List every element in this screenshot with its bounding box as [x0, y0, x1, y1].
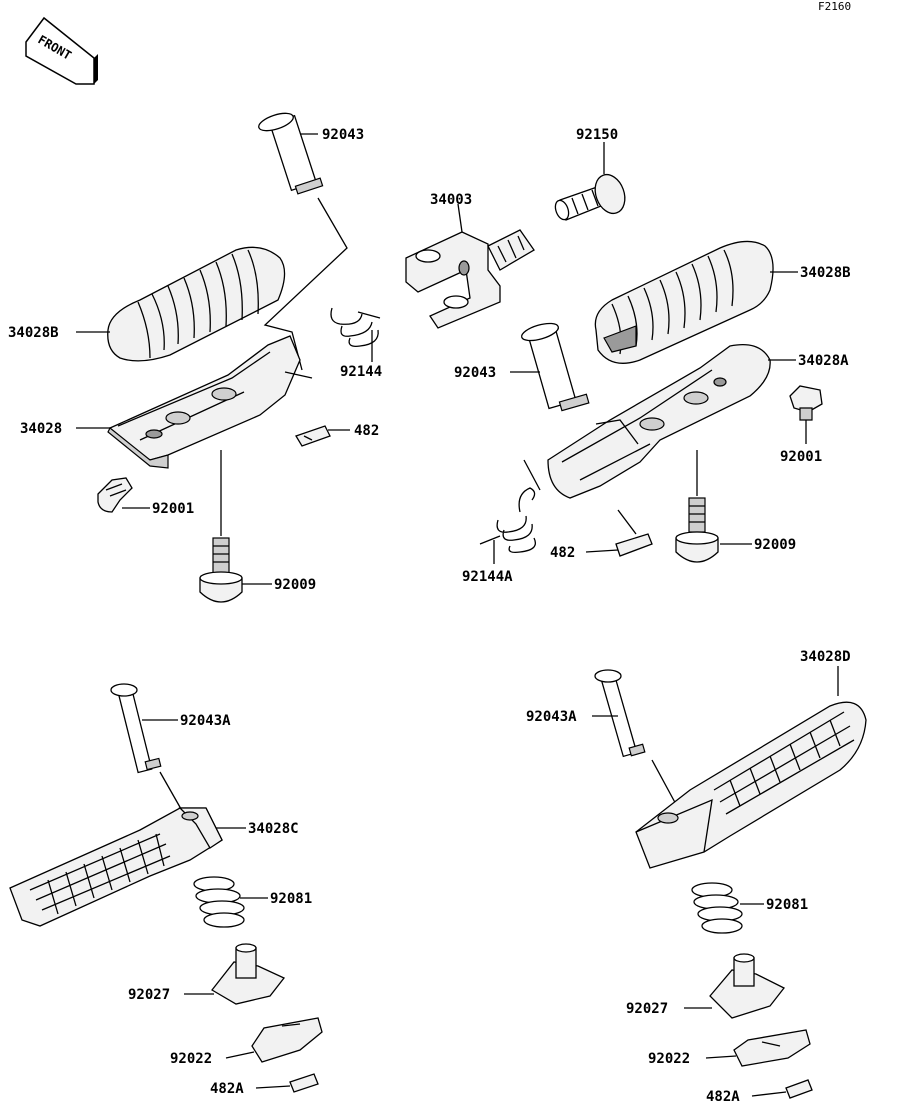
callout-label: 92144: [340, 364, 382, 380]
callout-label: 92022: [170, 1051, 212, 1067]
plate-92022-left: [251, 1017, 323, 1063]
callout-label: 482: [550, 545, 575, 561]
bracket-92027-left: [211, 943, 286, 1005]
callout-label: 34028B: [800, 265, 851, 281]
callout-label: 92043: [454, 365, 496, 381]
plug-92001-right: [789, 385, 823, 421]
callout-label: 482A: [706, 1089, 740, 1103]
plate-92022-right: [733, 1029, 811, 1067]
bolt-92150: [554, 173, 626, 221]
rear-left-footpeg-assembly: [97, 112, 381, 603]
callout-label: 482: [354, 423, 379, 439]
callout-label: 92144A: [462, 569, 513, 585]
clip-482-left: [295, 425, 331, 447]
front-arrow-icon: FRONT: [25, 16, 98, 85]
callout-layer: 92043 34028B 92144 34028 482 92001 92009…: [8, 127, 851, 1103]
callout-label: 34028: [20, 421, 62, 437]
callout-label: 92027: [128, 987, 170, 1003]
callout-label: 34028D: [800, 649, 851, 665]
bolt-92009-right: [675, 450, 719, 563]
rear-right-footpeg-assembly: [405, 173, 823, 563]
callout-label: 92150: [576, 127, 618, 143]
footpeg-34028A: [547, 343, 771, 499]
footpeg-34028: [107, 335, 313, 469]
clip-482A-right: [785, 1079, 813, 1099]
callout-label: 92001: [780, 449, 822, 465]
rubber-34028B-left: [107, 246, 286, 362]
plug-92001-left: [97, 477, 133, 513]
callout-label: 92001: [152, 501, 194, 517]
callout-label: 34028B: [8, 325, 59, 341]
pin-92043A-right: [594, 669, 646, 758]
callout-label: 482A: [210, 1081, 244, 1097]
bracket-34003: [405, 229, 535, 329]
spring-92081-right: [691, 882, 743, 934]
front-left-footpeg-assembly: [9, 683, 323, 1093]
pin-92043A-left: [110, 683, 162, 774]
spring-92081-left: [193, 876, 245, 928]
clip-482A-left: [289, 1073, 319, 1093]
pin-92043-right: [520, 322, 590, 412]
callout-label: 92009: [274, 577, 316, 593]
callout-label: 92022: [648, 1051, 690, 1067]
spring-92144A: [479, 459, 541, 554]
spring-92144-left: [330, 307, 381, 347]
callout-label: 92043A: [180, 713, 231, 729]
callout-label: 92043: [322, 127, 364, 143]
callout-label: 34028C: [248, 821, 299, 837]
figure-code: F2160: [818, 0, 851, 13]
callout-label: 92043A: [526, 709, 577, 725]
callout-label: 92009: [754, 537, 796, 553]
bracket-92027-right: [709, 953, 785, 1019]
rubber-34028B-right: [594, 240, 774, 364]
callout-label: 34003: [430, 192, 472, 208]
callout-label: 92081: [270, 891, 312, 907]
callout-label: 92081: [766, 897, 808, 913]
clip-482-right: [615, 509, 653, 557]
front-right-footpeg-assembly: [594, 669, 867, 1099]
callout-label: 34028A: [798, 353, 849, 369]
pin-92043-left: [258, 112, 324, 195]
bolt-92009-left: [199, 450, 243, 603]
footpeg-34028C: [9, 807, 223, 927]
callout-label: 92027: [626, 1001, 668, 1017]
footpeg-34028D: [635, 701, 867, 869]
